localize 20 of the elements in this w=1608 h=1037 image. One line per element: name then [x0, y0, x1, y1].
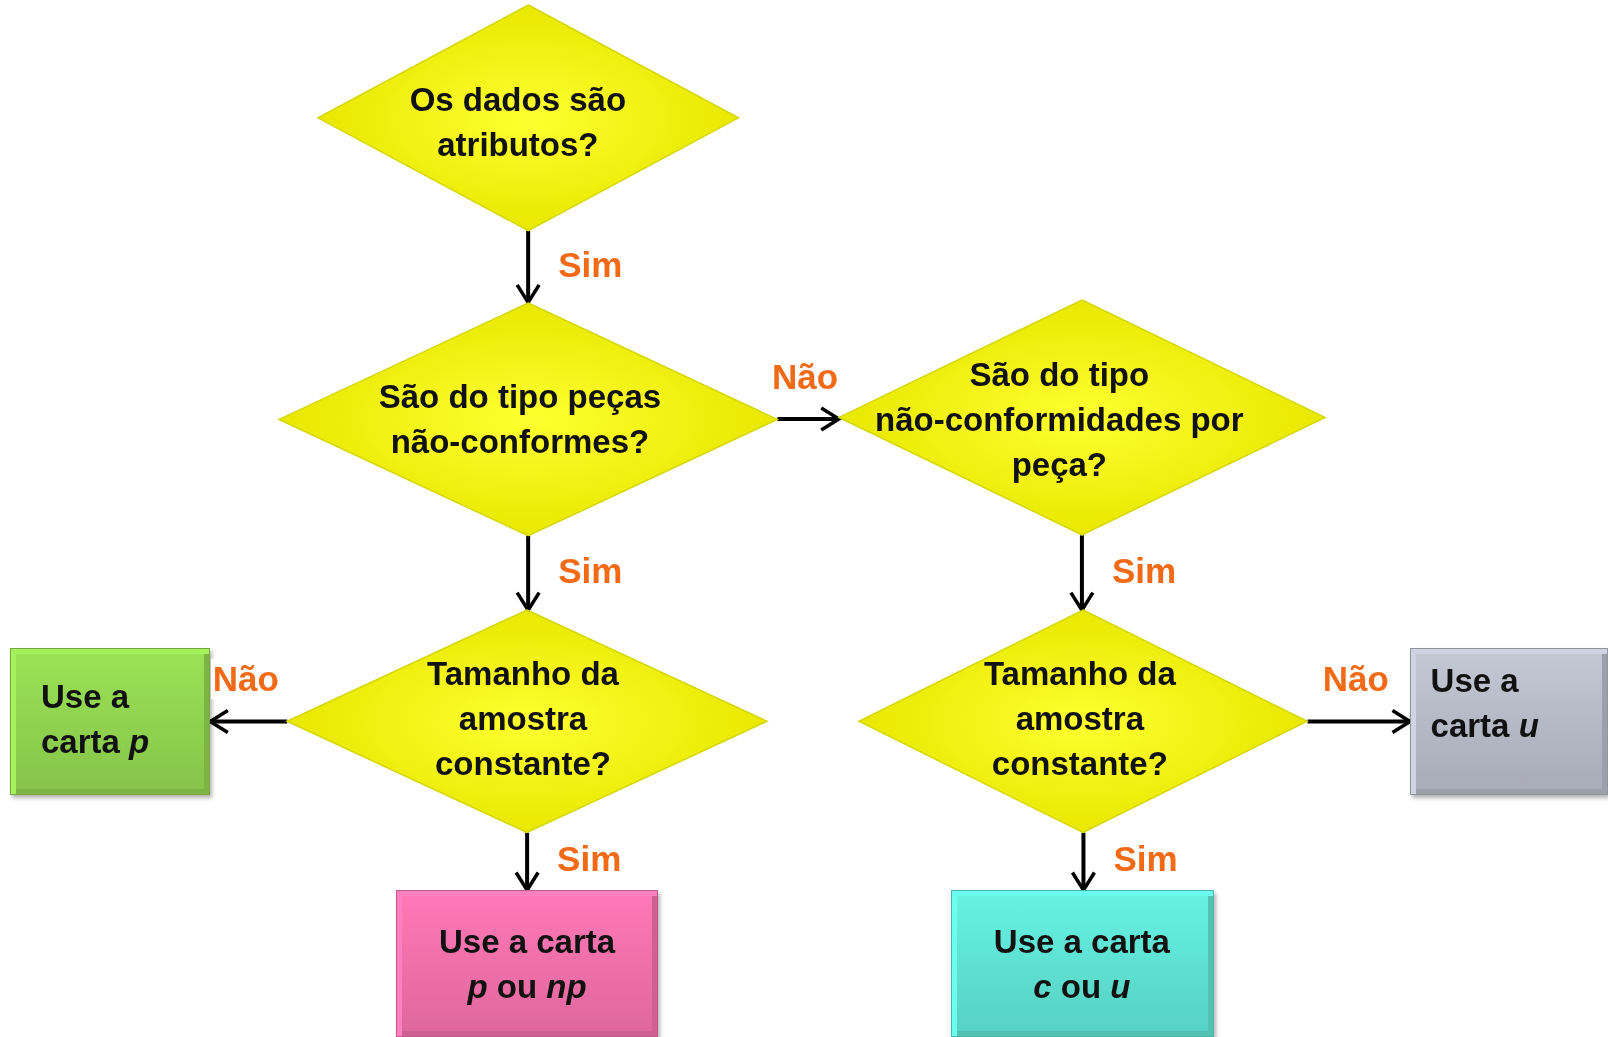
arrow — [1307, 708, 1412, 735]
arrow — [514, 832, 540, 892]
arrow — [777, 406, 841, 432]
box-text: Use a carta u — [1430, 661, 1540, 747]
arrow — [515, 535, 541, 612]
process-box — [10, 648, 211, 795]
decision-text: Os dados são atributos? — [408, 79, 628, 165]
process-box — [395, 890, 659, 1037]
decision-text: Tamanho da amostra constante? — [982, 654, 1177, 785]
decision-text: Tamanho da amostra constante? — [426, 654, 620, 785]
arrow — [515, 230, 541, 305]
arrow — [1070, 832, 1097, 892]
box-text: Use a carta p ou np — [438, 921, 617, 1007]
process-box — [950, 890, 1215, 1037]
process-box — [1410, 648, 1608, 795]
decision-text: São do tipo peças não-conformes? — [377, 377, 663, 463]
arrow — [1069, 535, 1095, 612]
decision-text: São do tipo não-conformidades por peça? — [874, 354, 1245, 485]
box-text: Use a carta p — [41, 676, 151, 762]
box-text: Use a carta c ou u — [992, 921, 1171, 1007]
